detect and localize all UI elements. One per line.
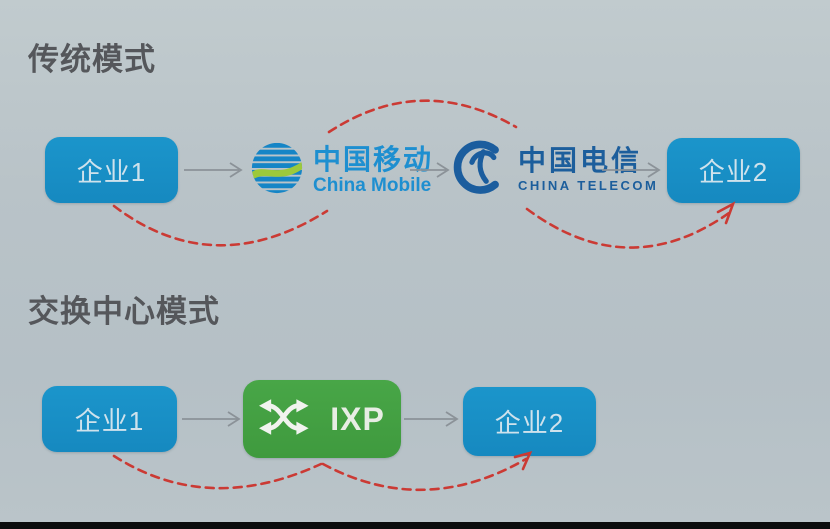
- china-telecom-icon: [452, 139, 509, 200]
- traditional-enterprise2-box: 企业2: [667, 138, 800, 203]
- dashed-arc-ent1-to-ixp: [112, 454, 323, 490]
- ixp-label: IXP: [330, 400, 385, 437]
- dashed-arc-ixp-to-ent2: [321, 457, 528, 492]
- bottom-black-bar: [0, 522, 830, 529]
- china-mobile-name-en: China Mobile: [313, 175, 432, 197]
- traditional-enterprise2-label: 企业2: [698, 157, 769, 187]
- china-mobile-logo-block: 中国移动 China Mobile: [250, 141, 433, 200]
- traditional-enterprise1-box: 企业1: [45, 137, 178, 203]
- dashed-arc-telecom-to-ent2: [525, 207, 731, 249]
- red-arrowhead-traditional: [716, 201, 736, 225]
- china-mobile-name-cn: 中国移动: [313, 143, 434, 175]
- china-mobile-icon: [250, 141, 304, 200]
- china-telecom-name-cn: 中国电信: [518, 144, 643, 176]
- dashed-arc-ent1-to-mobile: [112, 204, 329, 247]
- exchange-enterprise2-label: 企业2: [494, 408, 565, 438]
- arrow-ent1-to-ixp: [182, 411, 241, 427]
- ixp-box: IXP: [243, 380, 401, 458]
- exchange-enterprise1-box: 企业1: [42, 386, 177, 452]
- traditional-mode-title: 传统模式: [28, 42, 156, 77]
- china-telecom-logo-block: 中国电信 CHINA TELECOM: [452, 139, 658, 200]
- dashed-arc-mobile-to-telecom: [327, 99, 518, 134]
- exchange-enterprise1-label: 企业1: [74, 405, 145, 436]
- arrow-ent1-to-chinamobile: [184, 162, 243, 178]
- exchange-enterprise2-box: 企业2: [463, 387, 596, 456]
- traditional-enterprise1-label: 企业1: [76, 156, 147, 187]
- shuffle-icon: [259, 395, 317, 444]
- china-telecom-name-en: CHINA TELECOM: [518, 178, 659, 194]
- exchange-mode-title: 交换中心模式: [28, 294, 220, 329]
- arrow-ixp-to-ent2: [404, 411, 459, 427]
